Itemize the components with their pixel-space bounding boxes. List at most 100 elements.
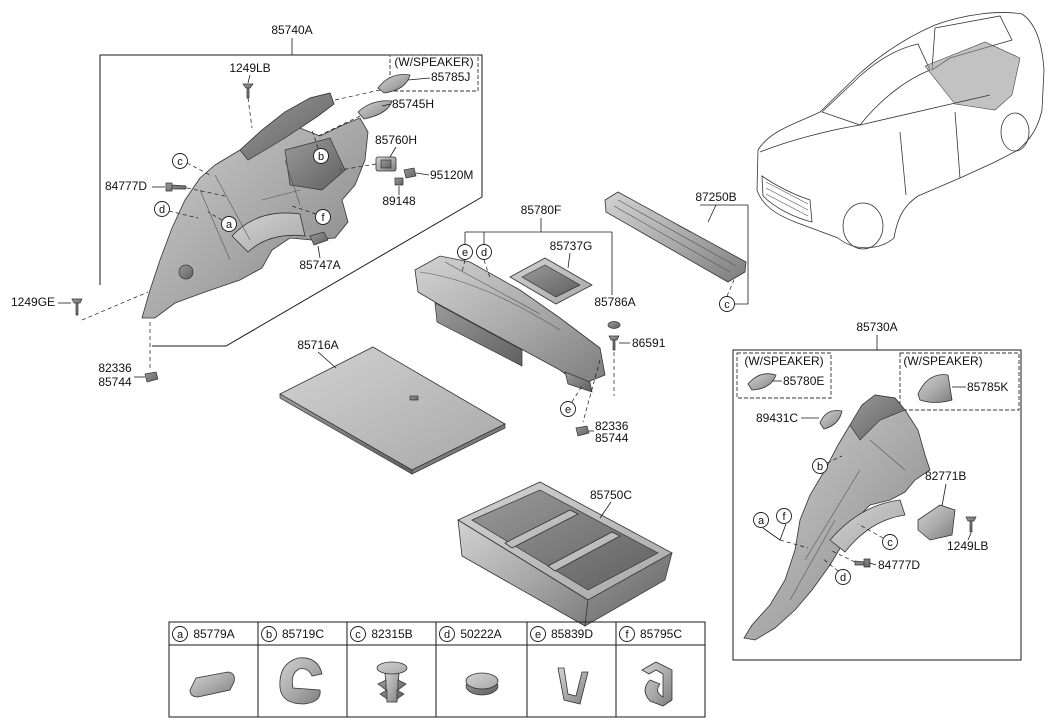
left-callout-b: b xyxy=(311,129,329,164)
tray-fastener-label-2: 85744 xyxy=(595,431,629,445)
callout-ring xyxy=(457,244,473,260)
vehicle-front-wheel xyxy=(842,202,884,250)
legend-part-drawing xyxy=(189,671,235,698)
left-speaker-option-label: (W/SPEAKER) xyxy=(394,55,473,69)
legend-cell-c: c 82315B xyxy=(350,626,413,703)
under-tray-divider-1 xyxy=(504,509,579,549)
callout-letter: c xyxy=(887,537,893,549)
legend-letter-ring xyxy=(439,626,455,642)
left-grommet-screw-dash xyxy=(81,291,149,321)
vehicle-illustration xyxy=(756,12,1045,250)
left-upper-cover-label: 85745H xyxy=(392,97,434,111)
right-trim-bracket xyxy=(917,504,956,541)
right-speaker-option-label-left: (W/SPEAKER) xyxy=(744,354,823,368)
callout-dash xyxy=(207,211,223,221)
callout-ring xyxy=(882,534,898,550)
legend-letter-ring xyxy=(350,626,366,642)
right-speaker-cover-left xyxy=(747,373,777,391)
right-speaker-cover-right-label: 85785K xyxy=(967,380,1008,394)
right-trim-screw-leader xyxy=(967,532,972,541)
right-trim-wheel-arch xyxy=(829,499,906,553)
legend-letter-ring xyxy=(261,626,277,642)
left-trim-round-hole xyxy=(178,264,194,280)
luggage-board-handle xyxy=(409,395,419,401)
tray-lower-fastener xyxy=(575,425,590,437)
left-hook-dash xyxy=(339,163,377,171)
legend-part-no: 85779A xyxy=(193,627,234,641)
legend-cell-b: b 85719C xyxy=(261,626,324,705)
callout-letter: d xyxy=(481,247,487,259)
right-speaker-cover-left-label: 85780E xyxy=(783,374,824,388)
callout-dash xyxy=(291,205,317,215)
callout-legend-table: a 85779A b 85719C c 82315B d 50222A xyxy=(168,621,706,718)
callout-dash xyxy=(571,385,583,403)
luggage-board-label: 85716A xyxy=(297,338,338,352)
legend-part-no: 85795C xyxy=(640,627,682,641)
legend-cell-a: a 85779A xyxy=(172,626,235,698)
callout-letter: a xyxy=(226,219,233,231)
left-top-screw-leader xyxy=(247,74,251,84)
tray-screw-label: 86591 xyxy=(632,336,666,350)
callout-letter: e xyxy=(462,247,468,259)
luggage-tray-lower-box xyxy=(434,302,523,367)
legend-letter-ring xyxy=(530,626,546,642)
vehicle-hood-line xyxy=(759,124,861,153)
right-callout-f: f xyxy=(776,508,792,524)
legend-part-fins xyxy=(377,679,407,700)
tray-screw xyxy=(608,335,620,351)
callout-dash xyxy=(168,210,199,219)
left-fastener-label-2: 85744 xyxy=(98,375,132,389)
luggage-board-edge-side xyxy=(411,423,506,475)
left-hook-screw xyxy=(403,167,417,179)
right-quarter-trim-panel xyxy=(743,394,931,641)
legend-part-drawing xyxy=(557,667,589,705)
callout-letter: a xyxy=(758,515,765,527)
legend-part-top xyxy=(465,672,499,690)
left-speaker-cover xyxy=(377,74,411,94)
left-speaker-cover-leader xyxy=(407,77,431,81)
left-upper-cover xyxy=(357,100,393,120)
tray-lower-callout-e: e xyxy=(560,385,583,417)
left-hook-leader xyxy=(389,146,397,158)
callout-dash xyxy=(311,129,319,149)
left-speaker-cover-label: 85785J xyxy=(431,70,470,84)
right-trim-group: 85730A (W/SPEAKER) 85780E (W/SPEAKER) 85… xyxy=(732,320,1022,661)
under-tray-label: 85750C xyxy=(590,488,632,502)
vehicle-door-lines xyxy=(859,94,991,196)
left-side-bolt xyxy=(165,182,187,192)
right-trim-bracket-label: 82771B xyxy=(925,469,966,483)
rear-sill-plate-ridges xyxy=(613,199,737,273)
left-callout-a: a xyxy=(207,211,237,232)
callout-ring xyxy=(719,296,735,312)
callout-dash xyxy=(461,259,466,273)
callout-ring xyxy=(753,512,769,528)
center-group: 85716A 85780F 85737G e d 85786A 865 xyxy=(279,190,749,627)
left-luggage-hook-slot xyxy=(380,159,392,169)
luggage-board-leader xyxy=(317,351,337,369)
legend-part-no: 82315B xyxy=(371,627,412,641)
tray-callout-e: e xyxy=(457,244,473,273)
callout-ring xyxy=(560,401,576,417)
legend-letter: a xyxy=(177,629,184,641)
right-trim-frame xyxy=(732,349,1022,661)
sill-plate-leader xyxy=(707,204,717,223)
callout-ring xyxy=(476,244,492,260)
callout-ring xyxy=(313,148,329,164)
left-hook-clip-label: 89148 xyxy=(382,194,416,208)
tray-clip-dash xyxy=(582,359,601,423)
callout-ring xyxy=(776,508,792,524)
vehicle-grille xyxy=(761,175,813,223)
left-callout-d: d xyxy=(154,201,199,219)
tray-insert-leader xyxy=(567,252,571,269)
callout-ring xyxy=(221,216,237,232)
legend-cell-e: e 85839D xyxy=(530,626,593,705)
right-trim-bolt xyxy=(854,558,871,568)
sill-callout-c: c xyxy=(719,279,735,312)
callout-ring xyxy=(835,569,851,585)
legend-cell-f: f 85795C xyxy=(619,626,682,707)
callout-dash xyxy=(821,557,839,572)
right-trim-detail-lines xyxy=(789,439,906,601)
left-top-screw xyxy=(242,83,254,99)
vehicle-grille-bars xyxy=(765,181,809,217)
left-lower-cover-leader xyxy=(317,245,321,259)
